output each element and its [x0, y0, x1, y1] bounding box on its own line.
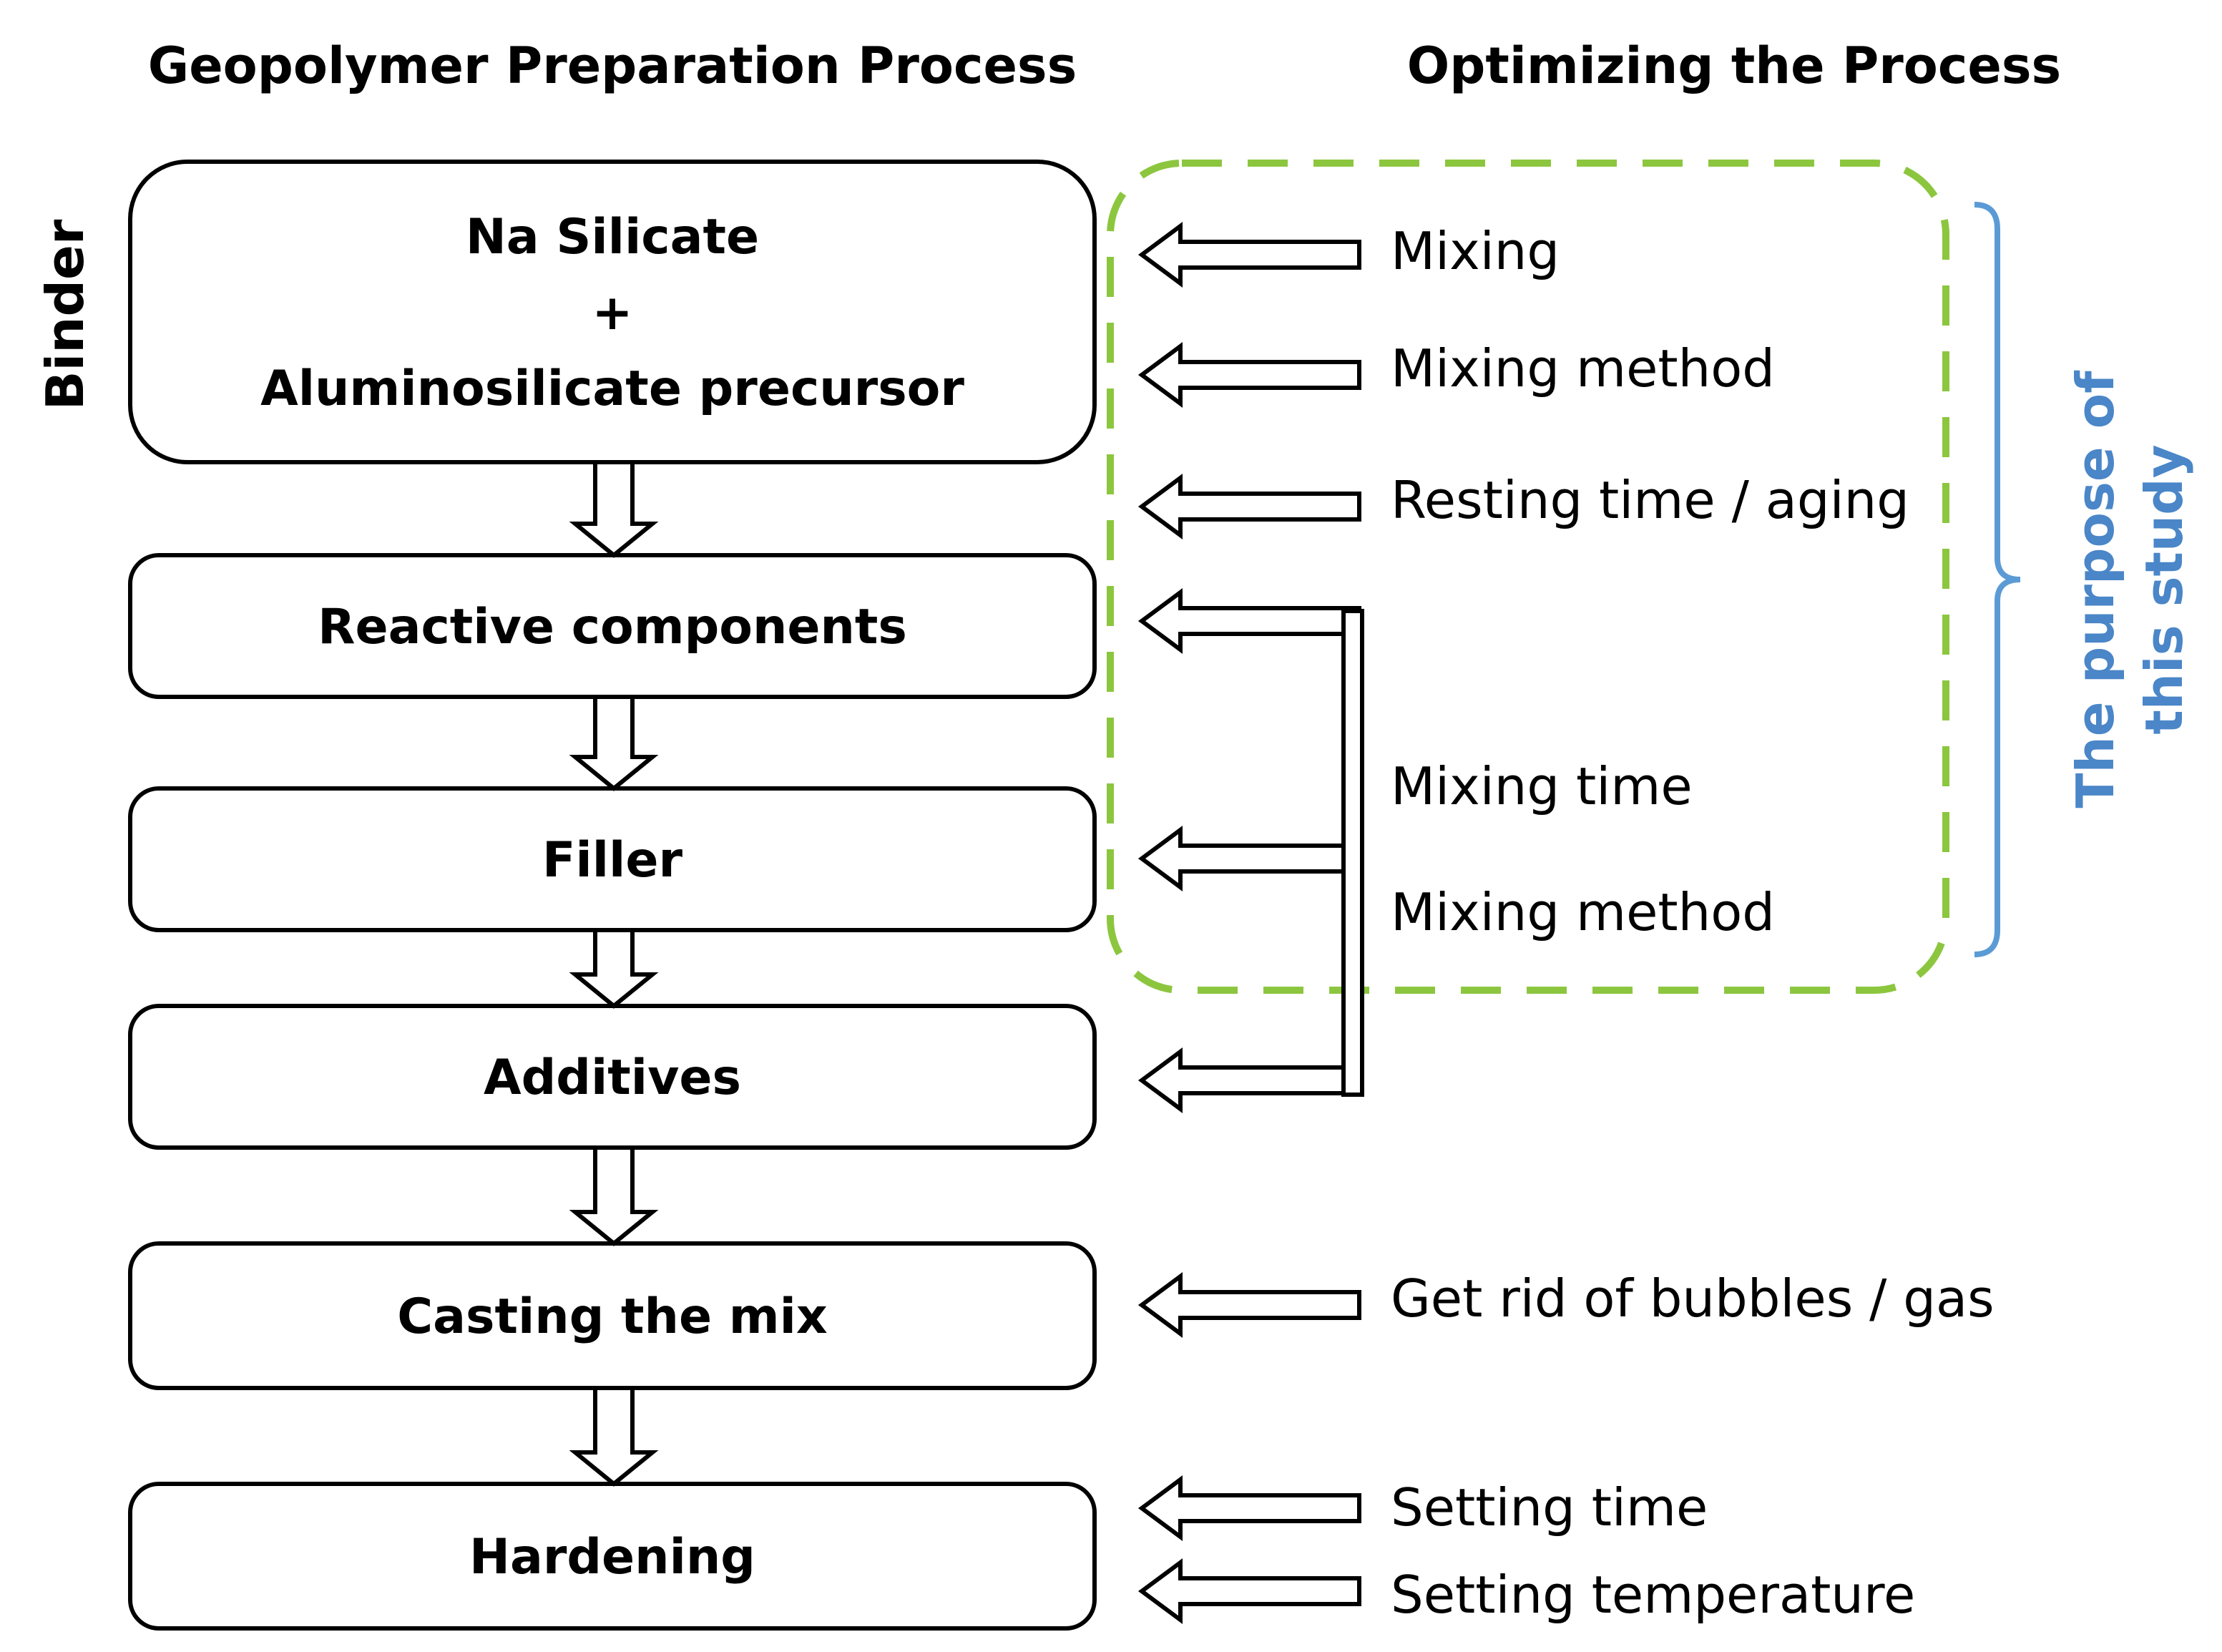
svg-text:this study: this study	[2134, 444, 2194, 734]
process-step-label: Casting the mix	[397, 1289, 828, 1345]
left-arrow-icon	[1137, 342, 1361, 408]
optimization-label: Get rid of bubbles / gas	[1391, 1269, 1995, 1329]
process-step: Additives	[128, 1004, 1097, 1150]
down-arrow-icon	[569, 1386, 659, 1487]
optimization-region	[1107, 160, 1949, 994]
optimization-label: Mixing time	[1391, 756, 1693, 816]
down-arrow-icon	[569, 928, 659, 1009]
left-arrow-icon	[1137, 474, 1361, 539]
optimization-label: Mixing method	[1391, 882, 1775, 942]
svg-text:The purpose of: The purpose of	[2065, 371, 2125, 808]
right-title: Optimizing the Process	[1407, 36, 2061, 95]
process-step-label: +	[592, 285, 633, 341]
process-step-label: Filler	[542, 832, 682, 889]
left-arrow-icon	[1137, 1047, 1361, 1113]
down-arrow-icon	[569, 460, 659, 558]
down-arrow-icon	[569, 695, 659, 791]
process-step: Hardening	[128, 1482, 1097, 1631]
process-step-label: Reactive components	[318, 599, 907, 655]
left-title: Geopolymer Preparation Process	[148, 36, 1077, 95]
down-arrow-icon	[569, 1145, 659, 1246]
left-arrow-icon	[1137, 588, 1361, 654]
optimization-label: Resting time / aging	[1391, 470, 1909, 530]
process-step: Na Silicate + Aluminosilicate precursor	[128, 160, 1097, 464]
left-arrow-icon	[1137, 1475, 1361, 1541]
process-step-label: Additives	[484, 1050, 741, 1106]
optimization-label: Setting time	[1391, 1477, 1708, 1538]
process-step: Casting the mix	[128, 1241, 1097, 1390]
study-brace	[1974, 202, 2021, 957]
left-arrow-icon	[1137, 1272, 1361, 1338]
left-arrow-icon	[1137, 1558, 1361, 1624]
process-step-label: Na Silicate	[466, 209, 759, 265]
study-label: The purpose of this study	[2065, 371, 2194, 808]
left-arrow-icon	[1137, 222, 1361, 288]
process-step: Filler	[128, 786, 1097, 932]
process-step-label: Aluminosilicate precursor	[260, 361, 964, 417]
optimization-label: Mixing	[1391, 221, 1560, 281]
process-step-label: Hardening	[469, 1529, 755, 1585]
bracket-bar	[1341, 609, 1364, 1097]
optimization-label: Setting temperature	[1391, 1565, 1915, 1625]
binder-label: Binder	[35, 219, 95, 410]
process-step: Reactive components	[128, 553, 1097, 699]
optimization-label: Mixing method	[1391, 338, 1775, 399]
left-arrow-icon	[1137, 826, 1361, 891]
